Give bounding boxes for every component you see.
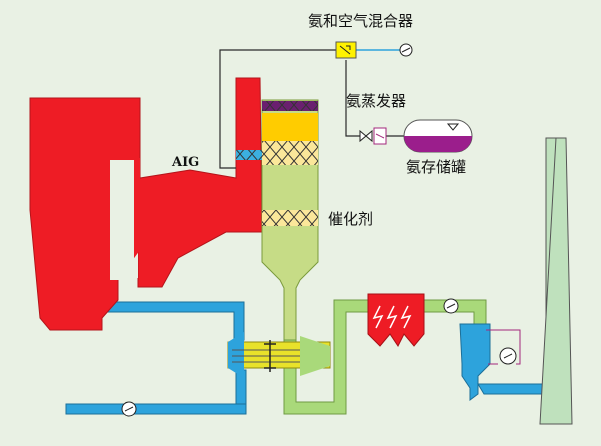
air-preheater	[227, 332, 331, 378]
heater-coil-icon	[232, 349, 300, 363]
mixer-label: 氨和空气混合器	[308, 12, 413, 30]
mixer-icon	[335, 41, 357, 59]
storage-label: 氨存储罐	[406, 158, 466, 176]
catalyst-label: 催化剂	[328, 210, 373, 228]
fan-icon	[443, 298, 459, 314]
fan-icon	[499, 347, 517, 365]
catalyst-band	[262, 113, 318, 141]
scrubber	[459, 323, 549, 401]
evaporator-label: 氨蒸发器	[346, 92, 406, 110]
ammonia-storage-tank	[403, 119, 473, 153]
dust-collector	[367, 293, 425, 347]
ammonia-lines	[219, 49, 404, 169]
evaporator-icon	[373, 127, 387, 145]
filter-coils-icon	[372, 305, 412, 329]
control-lines	[486, 329, 521, 365]
aig-label: AIG	[171, 155, 199, 170]
fan-icon	[121, 401, 137, 417]
valve-icon	[359, 129, 373, 143]
aig-grid	[236, 150, 262, 160]
boiler	[29, 77, 263, 331]
fan-icon	[399, 43, 413, 57]
scr-reactor	[261, 99, 319, 341]
